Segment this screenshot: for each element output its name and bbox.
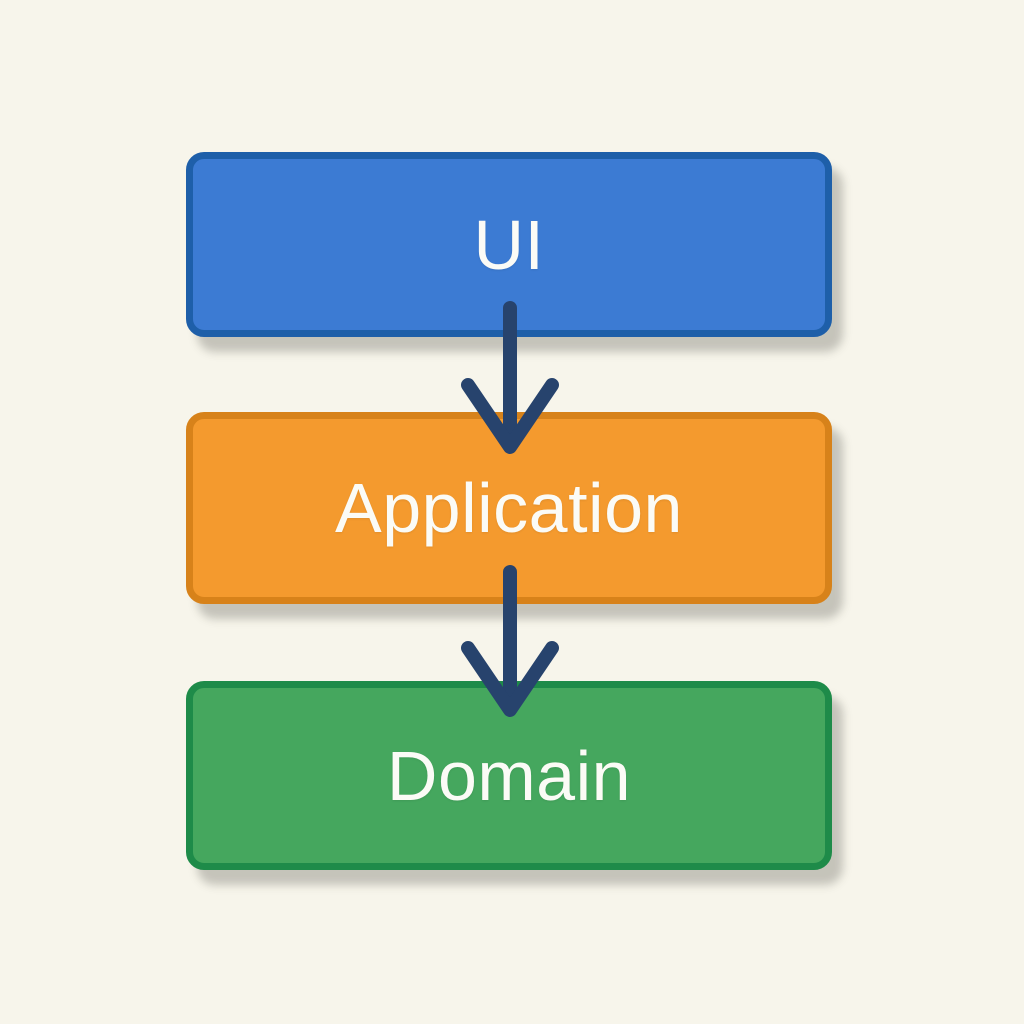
arrow-down-application-to-domain-icon [461, 565, 559, 717]
arrow-down-ui-to-application-icon [461, 301, 559, 454]
layer-label-ui: UI [473, 205, 545, 284]
layer-label-domain: Domain [386, 736, 632, 815]
layer-label-application: Application [335, 469, 683, 547]
